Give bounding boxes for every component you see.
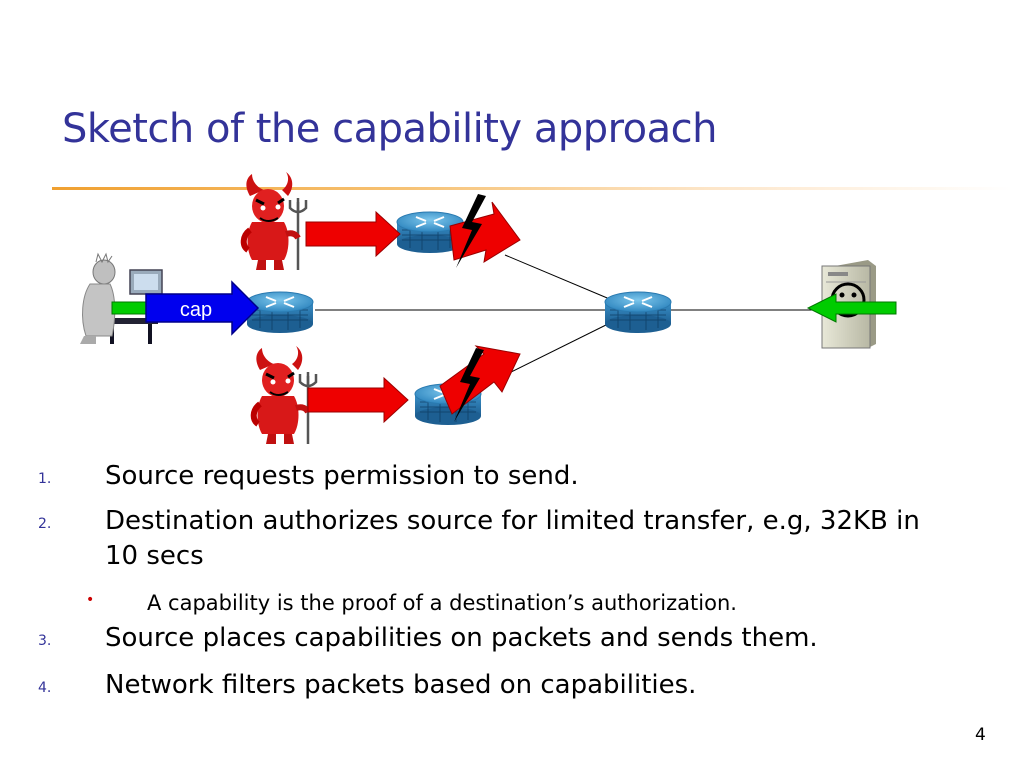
- list-number: 2.: [38, 516, 52, 532]
- router-icon-core: [604, 291, 672, 334]
- router-icon-source: [246, 291, 314, 334]
- cap-label: cap: [180, 299, 212, 321]
- title-divider: [52, 187, 1012, 190]
- network-links: [315, 254, 820, 386]
- list-text: Source places capabilities on packets an…: [105, 623, 818, 653]
- bullet: •: [86, 592, 95, 608]
- devil-icon-bottom: [254, 346, 316, 444]
- list-text: Source requests permission to send.: [105, 461, 579, 491]
- attack-arrow-top-1: [305, 210, 401, 258]
- list-sub-text: A capability is the proof of a destinati…: [147, 591, 737, 615]
- attack-arrow-bottom-1: [307, 376, 409, 424]
- attack-arrow-bottom-2: [439, 345, 521, 415]
- cap-arrow: cap: [145, 280, 260, 336]
- green-arrow-destination: [806, 293, 897, 323]
- attack-arrow-top-2: [449, 201, 521, 263]
- page-title: Sketch of the capability approach: [62, 106, 718, 152]
- list-number: 3.: [38, 633, 52, 649]
- list-number: 4.: [38, 680, 52, 696]
- list-text: Network filters packets based on capabil…: [105, 670, 697, 700]
- list-text: Destination authorizes source for limite…: [105, 506, 920, 571]
- devil-icon-top: [244, 172, 306, 270]
- list-number: 1.: [38, 471, 52, 487]
- person-at-computer-icon: [80, 252, 163, 344]
- page-number: 4: [975, 725, 986, 745]
